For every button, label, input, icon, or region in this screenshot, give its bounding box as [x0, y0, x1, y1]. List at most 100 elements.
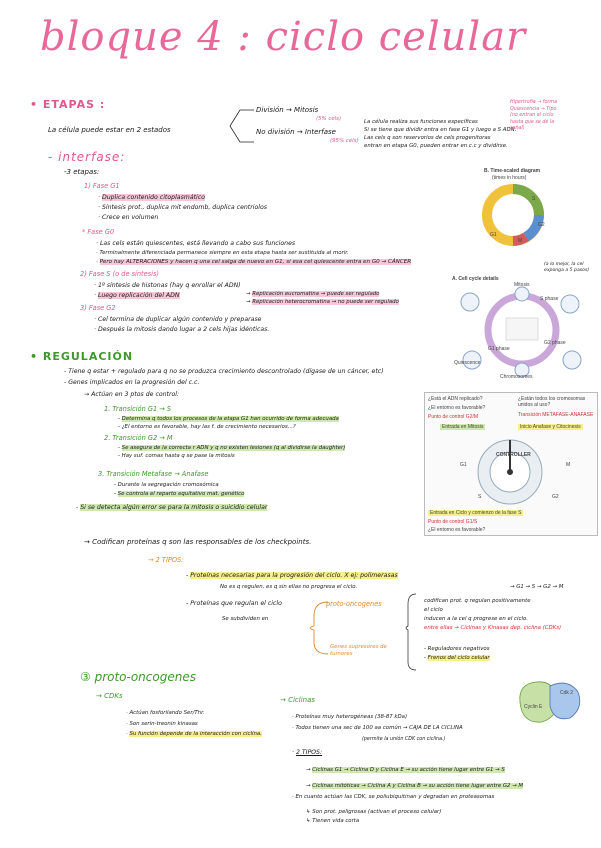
- g0-title: * Fase G0: [82, 228, 115, 236]
- type1-label: - Proteínas necesarias para la progresió…: [186, 572, 398, 579]
- interfase-line: entran en etapa G0, pueden entrar en c.c…: [364, 143, 508, 149]
- protooncogenes-heading: ③ proto-oncogenes: [80, 670, 196, 684]
- g2-title: 3) Fase G2: [80, 304, 116, 312]
- s-branches: → Replicación eucromatina → puede ser re…: [246, 290, 399, 306]
- cell-cycle-ring-diagram: [482, 184, 544, 246]
- g1-title: 1) Fase G1: [84, 182, 120, 190]
- ciclina-types: → Ciclinas G1 → Ciclina D y Ciclina E → …: [306, 762, 524, 794]
- cdk-item: · Son serin-treonin kinasas: [126, 721, 198, 727]
- t2-title: 2. Transición G2 → M: [104, 434, 173, 442]
- interfase-line: La célula realiza sus funciones específi…: [364, 119, 478, 125]
- cyclin-e-label: Cyclin E: [524, 704, 543, 710]
- ciclina-list: · Proteínas muy heterogéneas (38-87 kDa)…: [292, 712, 463, 745]
- g1-item: · Duplica contenido citoplasmático: [98, 194, 205, 201]
- hipertrofia-line: (no entran al ciclo: [510, 113, 554, 118]
- degradation-item: ↳ Son prot. peligrosas (activan el proce…: [306, 809, 442, 815]
- cdk-item: · Su función depende de la interacción c…: [126, 731, 262, 737]
- ring-m: [512, 232, 529, 246]
- ciclina-item: · Proteínas muy heterogéneas (38-87 kDa): [292, 714, 408, 720]
- s-branch: → Replicación eucromatina → puede ser re…: [246, 291, 380, 297]
- controller-phase-s: S: [478, 494, 482, 500]
- proto-desc-item: el ciclo: [424, 607, 443, 613]
- hipertrofia-line: hasta que se dé la: [510, 119, 555, 125]
- controller-p2: Entrada en Mitosis: [440, 424, 486, 430]
- t1-title: 1. Transición G1 → S: [104, 405, 172, 413]
- ring-label-s: S: [532, 196, 536, 202]
- interfase-line: Si se tiene que dividir entra en fase G1…: [364, 127, 517, 133]
- cell-icon: [460, 292, 480, 312]
- details-label-g1: G1 phase: [488, 346, 510, 352]
- g0-item: · Pero hay ALTERACIONES y hacen q una ce…: [96, 259, 412, 265]
- hipertrofia-note: Hipertrofia → forma Quiescencia → Tipo (…: [510, 100, 557, 133]
- g1-list: · Duplica contenido citoplasmático · Sín…: [98, 193, 267, 223]
- t3-item: - Durante la segregación cromosómica: [114, 482, 219, 488]
- details-label-g2: G2 phase: [544, 340, 566, 346]
- g2-list: · Cel termina de duplicar algún contenid…: [94, 315, 269, 335]
- cell-icon: [560, 294, 580, 314]
- regulacion-list: - Tiene q estar + regulado para q no se …: [64, 366, 384, 388]
- right-brace: [405, 593, 417, 671]
- cdk-shape: [549, 682, 581, 720]
- cell-icon: [562, 350, 582, 370]
- ring-label-m: M: [518, 238, 523, 244]
- controller-p4: Inicio Anafase y Citocinesis: [518, 424, 583, 430]
- t1-list: - Determina q todos los procesos de la e…: [118, 415, 339, 431]
- page-title: bloque 4 : ciclo celular: [40, 14, 527, 60]
- controller-q1: ¿Está el ADN replicado?: [428, 396, 483, 402]
- details-label-quiescence: Quiescence: [454, 360, 481, 366]
- g1-item: · Crece en volumen: [98, 214, 159, 221]
- ciclina-title: → Ciclinas: [280, 696, 316, 704]
- s-list: · 1º síntesis de histonas (hay q enrolla…: [94, 281, 241, 301]
- sup-desc-item: - Frenos del ciclo celular: [424, 655, 490, 661]
- hipertrofia-line: Quiescencia → Tipo: [510, 106, 557, 112]
- type1-note: No es q regulen, es q sin ellas no progr…: [220, 584, 358, 590]
- t2-item: - Hay suf. comas hasta q se pase la mito…: [118, 453, 235, 459]
- cdk2-label: Cdk 2: [560, 690, 574, 696]
- controller-p3: Transición METAFASE-ANAFASE: [518, 412, 594, 418]
- ring-center: [499, 201, 527, 229]
- cell-cycle-details-diagram: [460, 286, 582, 378]
- s-title: 2) Fase S (o de síntesis): [80, 270, 159, 278]
- s-branch: → Replicación heterocromatina → no puede…: [246, 299, 399, 305]
- degradation-note: · En cuanto actúan las CDK, se poliubiqu…: [292, 794, 495, 800]
- controller-wheel: [477, 439, 543, 505]
- controller-q4: ¿El entorno es favorable?: [428, 527, 486, 533]
- type2-label: - Proteínas que regulan el ciclo: [186, 600, 282, 607]
- controller-phase-g1: G1: [460, 462, 467, 468]
- cell-icon: [462, 350, 482, 370]
- controller-q3: ¿Están todos los cromosomas unidos al us…: [518, 396, 586, 408]
- cancer-note: (a lo mejor, la cel exponga a 5 pasos): [544, 262, 590, 273]
- ciclina-type-mitotic: → Ciclinas mitóticas → Ciclina A y Cicli…: [306, 783, 524, 789]
- cdk-item: · Actúan fosforilando Ser/Thr.: [126, 710, 205, 716]
- t2-list: - Se asegura de la correcta r ADN y q no…: [118, 444, 346, 460]
- controller-q2: ¿El entorno es favorable?: [428, 405, 486, 411]
- proto-desc-item: entre ellas → Ciclinas y Kinasas dep. ci…: [424, 625, 562, 631]
- interfase-heading: - interfase:: [48, 150, 126, 164]
- proto-desc-item: codifican prot. q regulan positivamente: [424, 598, 531, 604]
- division-label: División → Mitosis: [256, 106, 319, 114]
- etapas-lead: La célula puede estar en 2 estados: [48, 126, 171, 134]
- ciclina-item: · Todos tienen una sec de 100 aa común →…: [292, 725, 463, 731]
- g0-item: · Las cels están quiescentes, está lleva…: [96, 240, 296, 247]
- controller-center: CONTROLLER: [496, 452, 531, 458]
- t3-list: - Durante la segregación cromosómica - S…: [114, 481, 245, 499]
- t2-item: - Se asegura de la correcta r ADN y q no…: [118, 445, 346, 451]
- cell-icon: [514, 362, 530, 378]
- regulacion-heading: • REGULACIÓN: [30, 350, 134, 363]
- interfase-explanation: La célula realiza sus funciones específi…: [364, 118, 516, 150]
- g2-item: · Después la mitosis dando lugar a 2 cel…: [94, 326, 270, 333]
- controller-p6: Punto de control G1/S: [428, 519, 478, 525]
- proto-desc-item: inducen a la cel q progrese en el ciclo.: [424, 616, 528, 622]
- sup-desc-item: - Reguladores negativos: [424, 646, 490, 652]
- diagram2-title: A. Cell cycle details: [452, 276, 499, 282]
- details-label-mitosis: Mitosis: [514, 282, 530, 288]
- action-note: → Actúan en 3 ptos de control:: [84, 391, 180, 398]
- controller-p5: Entrada en Ciclo y comienzo de la fase S: [428, 510, 524, 516]
- degradation-item: ↳ Tienen vida corta: [306, 818, 360, 824]
- interfase-line: Las cels q son reservorios de cels proge…: [364, 135, 491, 141]
- hipertrofia-line: Hipertrofia → forma: [510, 100, 558, 105]
- details-label-chromosomes: Chromosomes: [500, 374, 533, 380]
- controller-phase-m: M: [566, 462, 571, 468]
- cdk-list: · Actúan fosforilando Ser/Thr. · Son ser…: [126, 708, 276, 738]
- controller-p1: Punto de control G2/M: [428, 414, 479, 420]
